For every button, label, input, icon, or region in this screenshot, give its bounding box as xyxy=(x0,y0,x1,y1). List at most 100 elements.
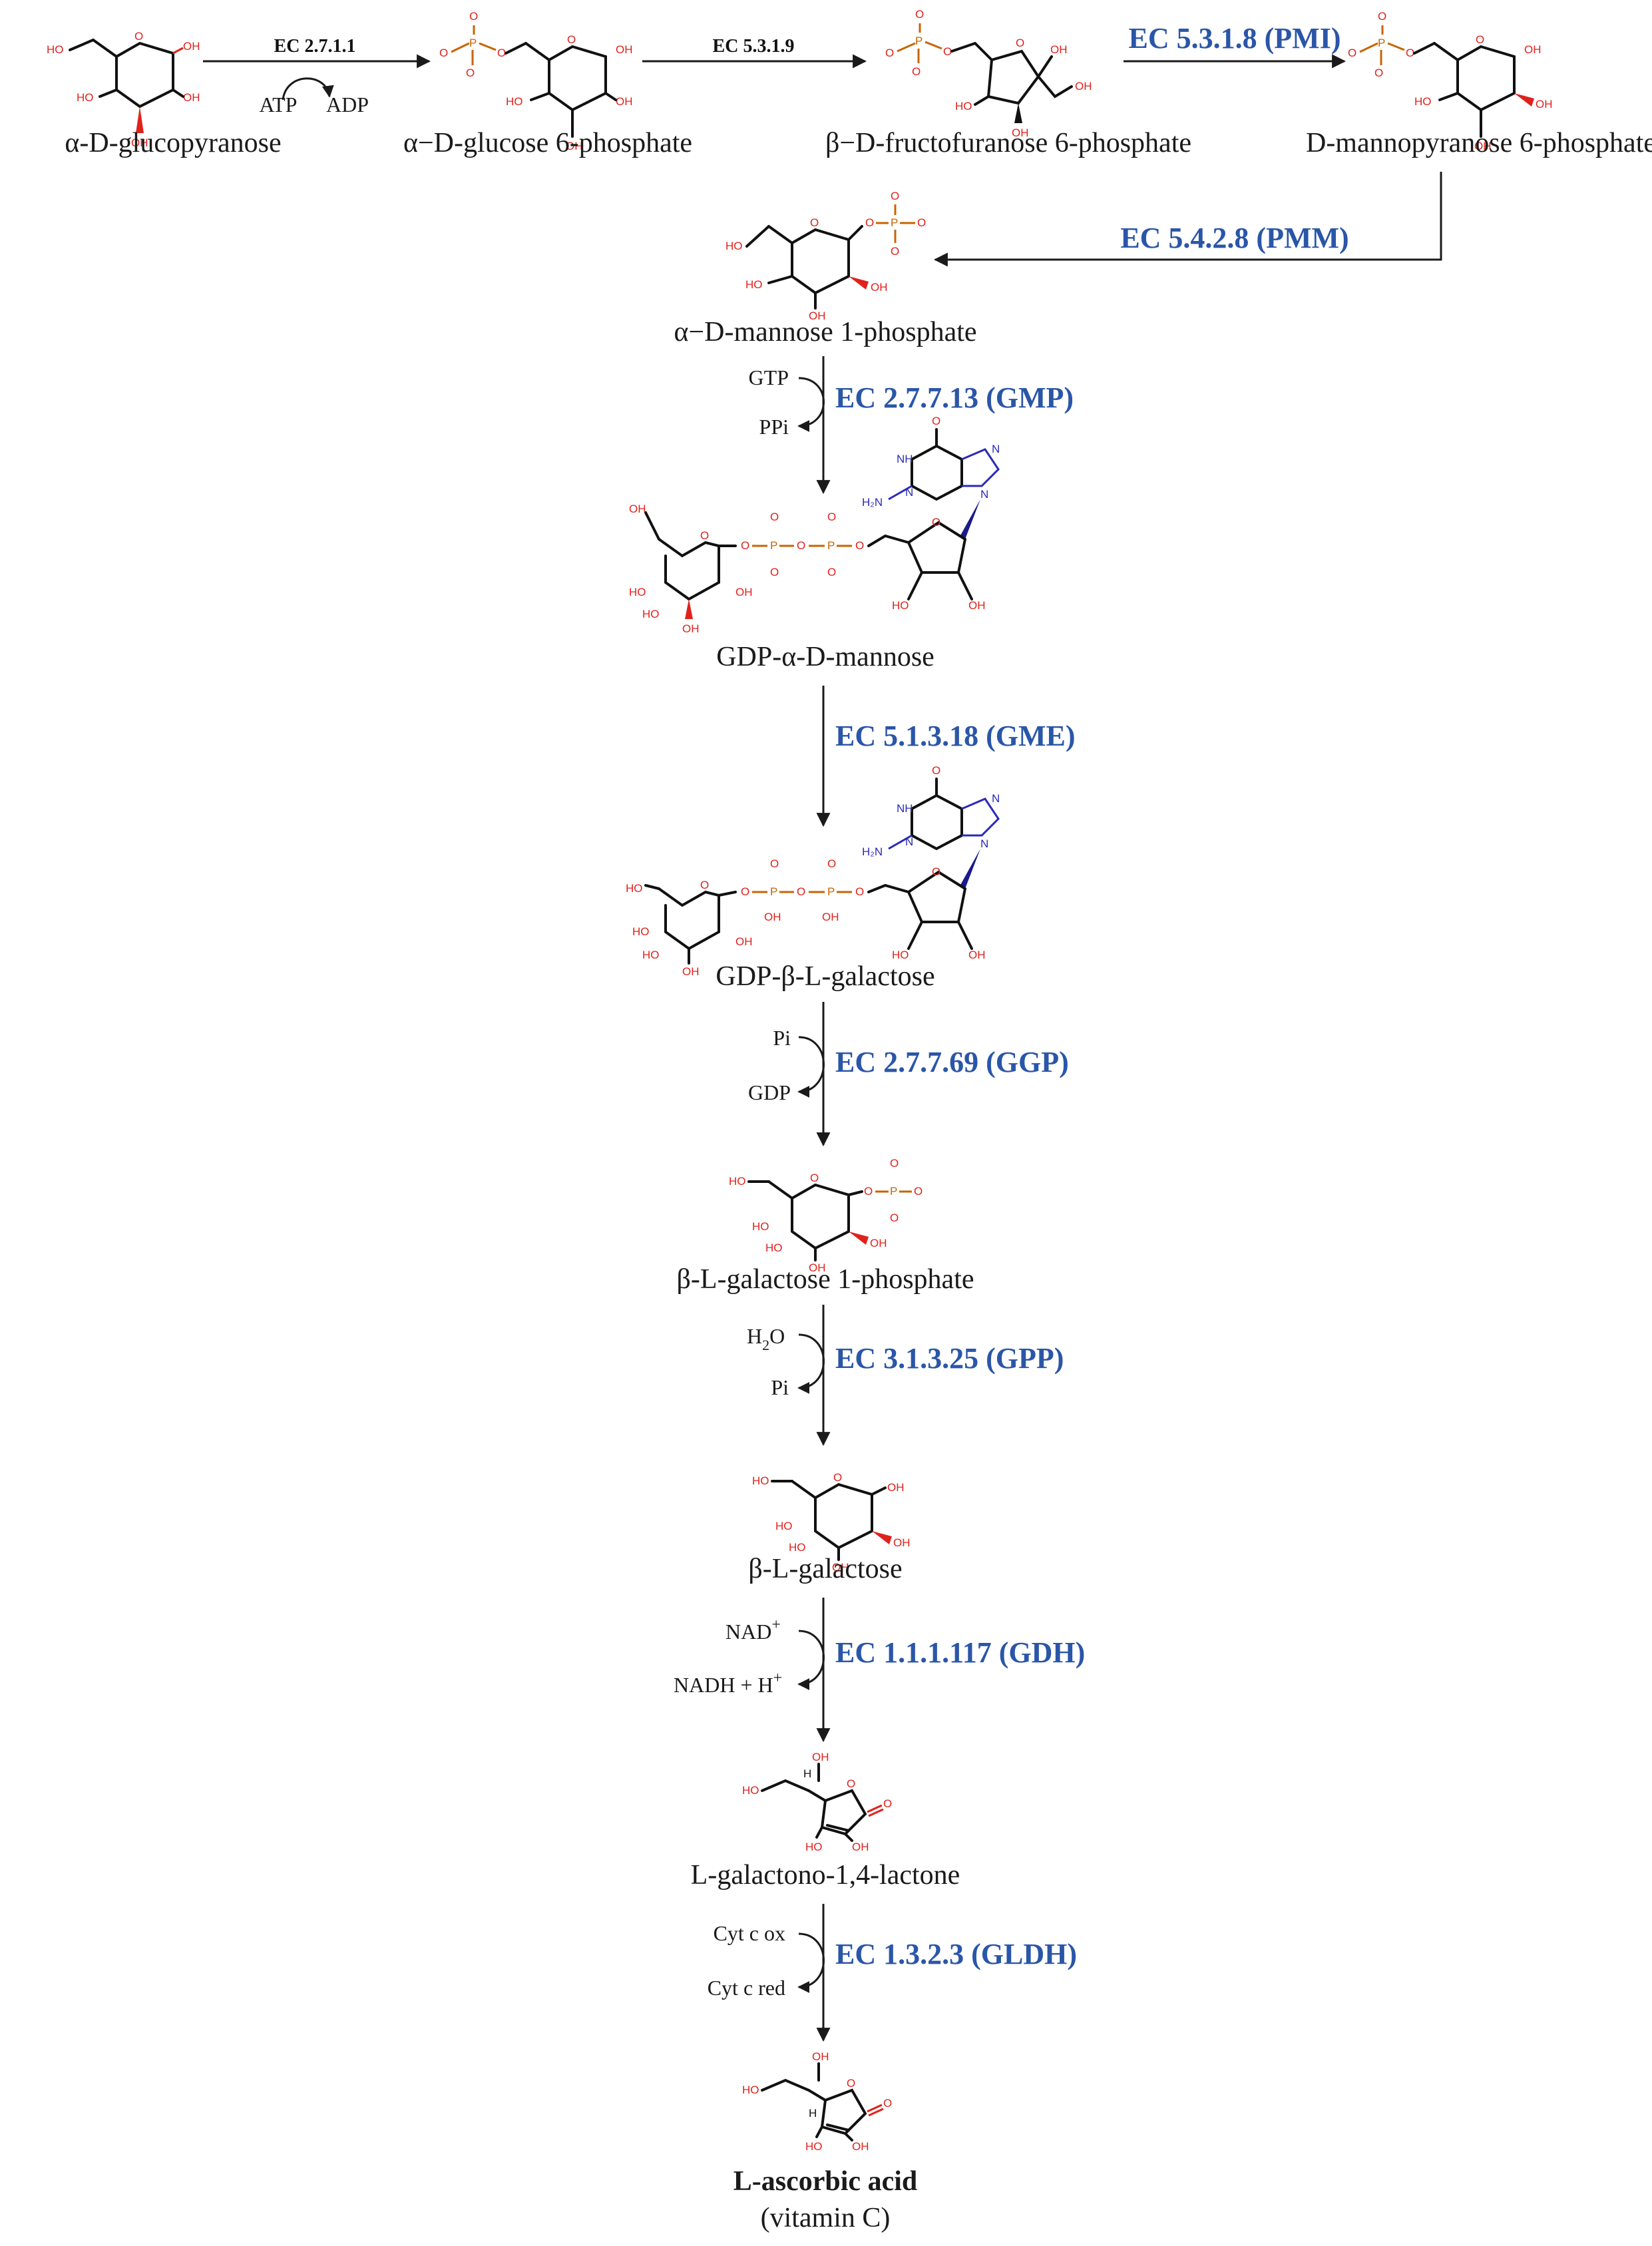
svg-text:O: O xyxy=(700,529,709,542)
svg-text:OH: OH xyxy=(682,965,700,978)
cofactor-curl-cytc xyxy=(797,1932,825,1993)
label-glucose-6-phosphate: α−D-glucose 6-phosphate xyxy=(403,128,692,158)
svg-text:HO: HO xyxy=(892,949,909,961)
svg-text:OH: OH xyxy=(735,586,753,598)
label-galactonolactone: L-galactono-1,4-lactone xyxy=(691,1860,960,1891)
cofactor-h2o: H2O xyxy=(747,1324,785,1353)
svg-text:OH: OH xyxy=(812,1751,829,1763)
svg-text:HO: HO xyxy=(742,2084,759,2096)
svg-text:OH: OH xyxy=(616,95,633,108)
svg-text:OH: OH xyxy=(809,1261,826,1274)
svg-text:N: N xyxy=(992,443,1000,455)
svg-text:OH: OH xyxy=(183,91,200,104)
svg-text:O: O xyxy=(797,539,805,552)
svg-text:O: O xyxy=(932,516,940,529)
svg-text:NH: NH xyxy=(897,453,913,465)
cofactor-h2o-h: H xyxy=(747,1324,762,1348)
label-glucopyranose: α-D-glucopyranose xyxy=(65,128,281,158)
svg-text:OH: OH xyxy=(832,1561,849,1574)
cofactor-cytc-ox: Cyt c ox xyxy=(714,1921,785,1945)
svg-text:OH: OH xyxy=(1050,43,1068,56)
svg-text:OH: OH xyxy=(566,140,583,152)
svg-text:O: O xyxy=(917,216,926,229)
svg-text:H: H xyxy=(809,2107,817,2120)
svg-text:HO: HO xyxy=(629,586,646,598)
svg-text:O: O xyxy=(847,2077,855,2090)
enzyme-ec-5-3-1-9: EC 5.3.1.9 xyxy=(713,36,795,57)
structure-fructofuranose-6-phosphate: O P O O O O OH OH HO OH xyxy=(885,8,1092,139)
svg-text:NH: NH xyxy=(897,802,913,815)
enzyme-ec-2-7-7-69-ggp: EC 2.7.7.69 (GGP) xyxy=(835,1046,1069,1078)
svg-text:OH: OH xyxy=(682,622,700,635)
svg-text:H₂N: H₂N xyxy=(862,496,883,509)
svg-text:P: P xyxy=(469,37,477,49)
cofactor-curl-atp-adp xyxy=(282,77,334,101)
svg-text:O: O xyxy=(890,1157,899,1170)
svg-text:N: N xyxy=(980,837,988,850)
svg-text:HO: HO xyxy=(805,1841,823,1853)
cofactor-curl-nad xyxy=(797,1630,825,1690)
svg-text:HO: HO xyxy=(955,100,972,112)
svg-text:OH: OH xyxy=(131,136,148,149)
structure-galactose: HO O OH HO HO OH OH xyxy=(752,1471,911,1574)
cofactor-pi-in: Pi xyxy=(773,1026,791,1050)
svg-text:OH: OH xyxy=(629,503,646,515)
svg-text:O: O xyxy=(1378,10,1386,23)
label-mannopyranose-6-phosphate: D-mannopyranose 6-phosphate xyxy=(1306,128,1652,158)
svg-text:P: P xyxy=(827,539,835,552)
svg-text:O: O xyxy=(885,47,894,59)
svg-text:O: O xyxy=(770,566,779,578)
svg-text:HO: HO xyxy=(77,91,94,104)
label-fructofuranose-6-phosphate: β−D-fructofuranose 6-phosphate xyxy=(825,128,1191,158)
svg-text:O: O xyxy=(466,67,475,79)
svg-text:O: O xyxy=(932,764,940,777)
svg-text:O: O xyxy=(891,245,899,258)
svg-text:P: P xyxy=(891,216,898,229)
svg-text:HO: HO xyxy=(752,1220,769,1233)
cofactor-nadh-sup: + xyxy=(773,1670,783,1687)
svg-text:O: O xyxy=(912,65,921,78)
svg-text:P: P xyxy=(827,885,835,898)
svg-text:HO: HO xyxy=(745,278,763,291)
structure-gdp-galactose: O NH N N N H₂N O O HO OH P O OH O P O OH… xyxy=(626,764,1000,978)
svg-text:O: O xyxy=(932,415,940,427)
label-ascorbic-acid: L-ascorbic acid xyxy=(733,2166,917,2197)
label-galactose-1-phosphate: β-L-galactose 1-phosphate xyxy=(676,1264,974,1295)
enzyme-ec-1-1-1-117-gdh: EC 1.1.1.117 (GDH) xyxy=(835,1636,1085,1669)
svg-text:O: O xyxy=(855,539,864,552)
structure-glucose-6-phosphate: O P O O O O OH HO OH OH xyxy=(439,10,633,152)
label-galactose: β-L-galactose xyxy=(748,1554,902,1584)
cofactor-nadh: NADH + H+ xyxy=(674,1670,782,1697)
cofactor-adp: ADP xyxy=(326,93,369,116)
structure-mannopyranose-6-phosphate: O P O O O O OH HO OH OH xyxy=(1348,10,1553,152)
svg-text:OH: OH xyxy=(968,949,986,961)
svg-text:OH: OH xyxy=(1012,126,1029,139)
svg-text:O: O xyxy=(1406,47,1414,59)
svg-text:H₂N: H₂N xyxy=(862,845,883,858)
svg-text:OH: OH xyxy=(735,935,753,948)
svg-text:HO: HO xyxy=(642,608,660,620)
svg-text:O: O xyxy=(943,45,952,58)
enzyme-ec-5-3-1-8-pmi: EC 5.3.1.8 (PMI) xyxy=(1129,22,1341,55)
svg-text:OH: OH xyxy=(968,599,986,612)
svg-text:HO: HO xyxy=(729,1175,746,1188)
cofactor-nad-sup: + xyxy=(771,1616,781,1634)
label-gdp-mannose: GDP-α-D-mannose xyxy=(716,642,934,672)
svg-text:OH: OH xyxy=(809,310,826,322)
svg-text:P: P xyxy=(890,1185,897,1198)
svg-text:HO: HO xyxy=(805,2140,823,2153)
svg-text:O: O xyxy=(1016,37,1024,49)
cofactor-nad: NAD+ xyxy=(725,1616,781,1644)
svg-text:O: O xyxy=(770,511,779,523)
enzyme-ec-2-7-7-13-gmp: EC 2.7.7.13 (GMP) xyxy=(835,381,1074,414)
svg-text:OH: OH xyxy=(812,2050,829,2063)
svg-text:HO: HO xyxy=(742,1784,759,1797)
svg-text:HO: HO xyxy=(642,949,660,961)
svg-text:OH: OH xyxy=(1075,80,1092,93)
cofactor-h2o-o: O xyxy=(769,1324,785,1348)
svg-text:O: O xyxy=(855,885,864,898)
enzyme-ec-2-7-1-1: EC 2.7.1.1 xyxy=(274,36,356,57)
cofactor-pi-out: Pi xyxy=(771,1375,789,1399)
svg-text:OH: OH xyxy=(871,281,888,294)
